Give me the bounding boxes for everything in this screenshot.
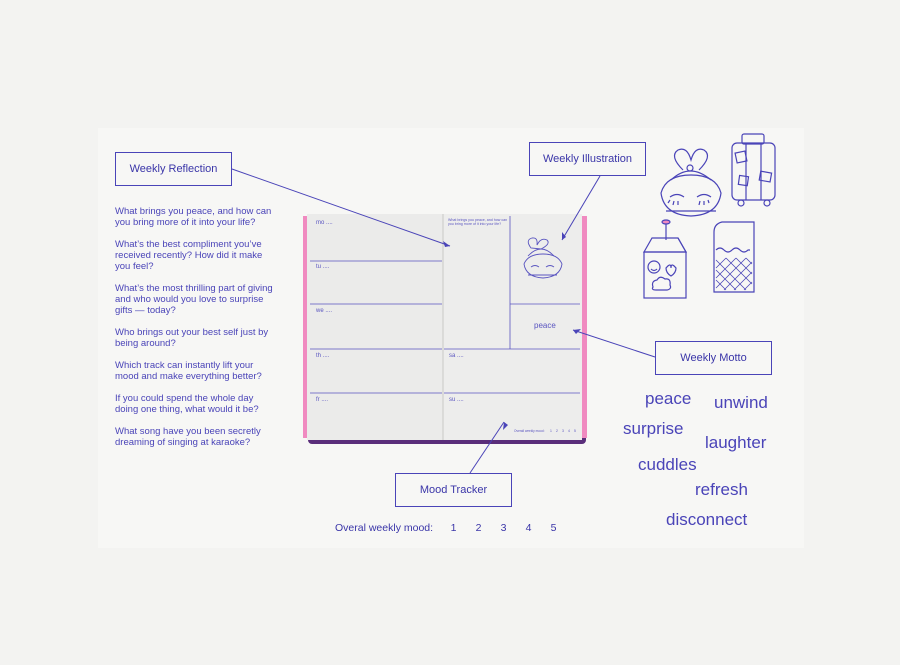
mood-option-2: 2	[475, 522, 482, 534]
mood-option-5: 5	[550, 522, 557, 534]
list-item: What’s the most thrilling part of giving…	[115, 283, 273, 316]
callout-label: Mood Tracker	[419, 484, 488, 496]
mood-option-1: 1	[450, 522, 457, 534]
left-page	[307, 214, 443, 440]
day-label-sa: sa ....	[449, 353, 464, 359]
weekly-illustration-callout: Weekly Illustration	[529, 142, 646, 176]
weekly-motto-callout: Weekly Motto	[655, 341, 772, 375]
mood-scale-row: Overal weekly mood: 1 2 3 4 5	[335, 522, 566, 534]
list-item: What’s the best compliment you’ve receiv…	[115, 239, 263, 272]
sleep-mask-icon	[523, 237, 563, 279]
day-label-we: we ....	[315, 308, 332, 314]
callout-label: Weekly Motto	[680, 352, 747, 364]
right-page	[443, 214, 582, 440]
motto-word: unwind	[714, 393, 768, 412]
motto-word: refresh	[695, 480, 748, 499]
weekly-reflection-callout: Weekly Reflection	[115, 152, 232, 186]
mood-option-3: 3	[500, 522, 507, 534]
cover-pink-right	[579, 216, 587, 438]
list-item: What song have you been secretly dreamin…	[115, 426, 261, 448]
day-label-su: su ....	[449, 397, 464, 403]
page-motto: peace	[534, 321, 556, 330]
reflection-question-list: What brings you peace, and how can you b…	[115, 206, 275, 459]
motto-word: surprise	[623, 419, 684, 438]
day-label-mo: mo ....	[316, 220, 333, 226]
page-mood-5: 5	[574, 429, 576, 433]
motto-word: cuddles	[638, 455, 697, 474]
callout-label: Weekly Illustration	[542, 153, 633, 165]
day-label-fr: fr ....	[316, 397, 328, 403]
list-item: What brings you peace, and how can you b…	[115, 206, 272, 228]
mood-label: Overal weekly mood:	[335, 522, 434, 534]
motto-word: peace	[645, 389, 692, 408]
mood-tracker-callout: Mood Tracker	[395, 473, 512, 507]
motto-word: disconnect	[666, 510, 748, 529]
page-mood-4: 4	[568, 429, 570, 433]
open-planner: mo .... tu .... we .... th .... fr .... …	[298, 212, 588, 448]
page-mood-2: 2	[556, 429, 558, 433]
list-item: Which track can instantly lift your mood…	[115, 360, 262, 382]
mood-option-4: 4	[525, 522, 532, 534]
page-mood-caption: Overall weekly mood:	[514, 429, 545, 433]
list-item: Who brings out your best self just by be…	[115, 327, 269, 349]
motto-word: laughter	[705, 433, 767, 452]
reflection-prompt: What brings you peace, and how can you b…	[448, 218, 508, 227]
day-label-tu: tu ....	[316, 264, 330, 270]
callout-label: Weekly Reflection	[129, 163, 218, 175]
day-label-th: th ....	[316, 353, 330, 359]
list-item: If you could spend the whole day doing o…	[115, 393, 259, 415]
page-mood-1: 1	[550, 429, 552, 433]
page-mood-3: 3	[562, 429, 564, 433]
